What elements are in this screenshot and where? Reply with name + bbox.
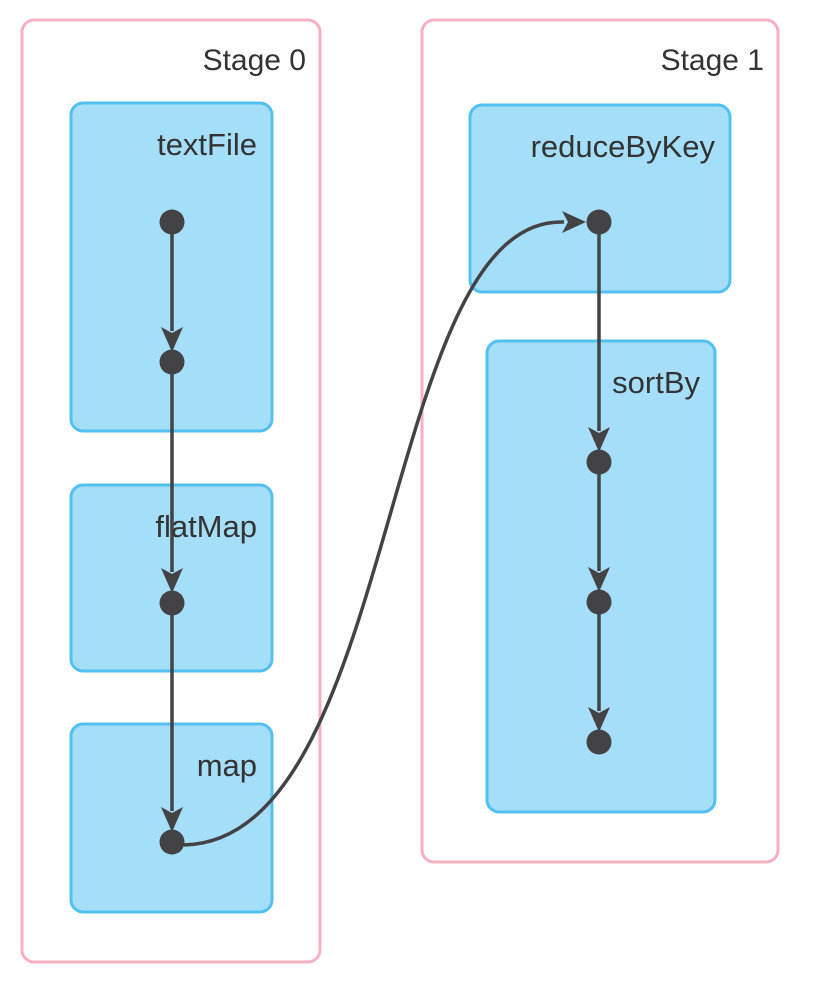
arrowhead-1-2 bbox=[161, 568, 183, 593]
rdd-dot-0[interactable] bbox=[159, 209, 185, 235]
arrowhead-2-3 bbox=[161, 807, 183, 832]
operator-sortBy-label: sortBy bbox=[612, 365, 700, 400]
arrowhead-0-1 bbox=[161, 327, 183, 352]
stage-1-label: Stage 1 bbox=[661, 44, 764, 77]
rdd-dot-1[interactable] bbox=[159, 349, 185, 375]
operator-reduceByKey-label: reduceByKey bbox=[531, 129, 716, 164]
operator-textFile-label: textFile bbox=[157, 127, 257, 162]
arrowhead-3-4 bbox=[562, 211, 586, 233]
arrowhead-4-5 bbox=[588, 427, 610, 452]
rdd-dot-2[interactable] bbox=[159, 590, 185, 616]
arrowhead-6-7 bbox=[588, 707, 610, 732]
operator-map-label: map bbox=[197, 748, 257, 783]
rdd-dot-3[interactable] bbox=[159, 829, 185, 855]
edge-3-4 bbox=[183, 220, 565, 847]
arrowhead-5-6 bbox=[588, 567, 610, 592]
rdd-dot-4[interactable] bbox=[586, 209, 612, 235]
rdd-dot-5[interactable] bbox=[586, 449, 612, 475]
rdd-dot-7[interactable] bbox=[586, 729, 612, 755]
rdd-dot-6[interactable] bbox=[586, 589, 612, 615]
stage-0-label: Stage 0 bbox=[203, 44, 306, 77]
